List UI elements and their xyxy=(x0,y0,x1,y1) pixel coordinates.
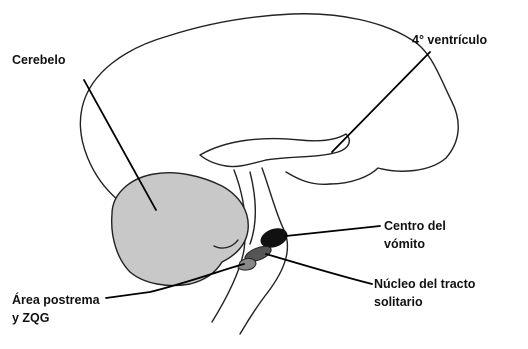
brain-outline xyxy=(80,14,458,200)
centro-vomito-leader xyxy=(286,226,380,236)
label-area-postrema-line1: Área postrema xyxy=(12,292,100,308)
cerebelo-leader xyxy=(84,80,156,210)
label-nucleo-line2: solitario xyxy=(374,294,423,310)
label-area-postrema-line2: y ZQG xyxy=(12,310,50,326)
label-nucleo-line1: Núcleo del tracto xyxy=(374,276,475,292)
fourth-ventricle-outline xyxy=(250,172,255,244)
ventriculo-leader xyxy=(332,52,430,152)
label-centro-vomito-line1: Centro del xyxy=(384,218,446,234)
label-cerebelo: Cerebelo xyxy=(12,52,66,68)
label-cuarto-ventriculo: 4° ventrículo xyxy=(412,32,487,48)
callosal-outline xyxy=(200,134,349,167)
temporal-base-outline xyxy=(286,172,330,184)
label-centro-vomito-line2: vómito xyxy=(384,236,425,252)
